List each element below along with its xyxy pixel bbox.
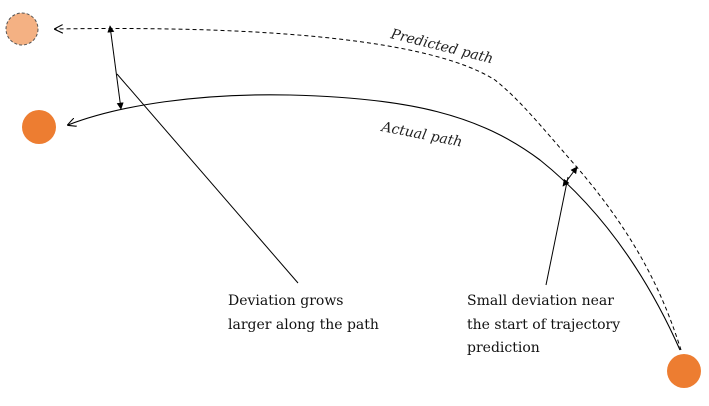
large-deviation-arrow xyxy=(107,25,124,110)
small-deviation-note-line: Small deviation near xyxy=(467,293,614,309)
start-ball xyxy=(667,354,701,388)
predicted-end-ball xyxy=(5,12,39,46)
large-deviation-note-line: larger along the path xyxy=(228,317,379,333)
actual-end-ball xyxy=(22,110,56,144)
small-deviation-note-line: prediction xyxy=(467,340,540,356)
small-deviation-note: Small deviation near the start of trajec… xyxy=(467,293,625,356)
predicted-path-label: Predicted path xyxy=(388,26,495,67)
small-deviation-arrow xyxy=(562,166,578,187)
actual-path-label: Actual path xyxy=(378,119,463,151)
large-deviation-note: Deviation grows larger along the path xyxy=(228,293,379,333)
small-deviation-note-line: the start of trajectory xyxy=(467,317,620,333)
large-deviation-note-line: Deviation grows xyxy=(228,293,344,309)
large-deviation-leader xyxy=(116,73,299,284)
small-deviation-leader xyxy=(545,176,569,286)
actual-path-curve xyxy=(68,94,681,351)
